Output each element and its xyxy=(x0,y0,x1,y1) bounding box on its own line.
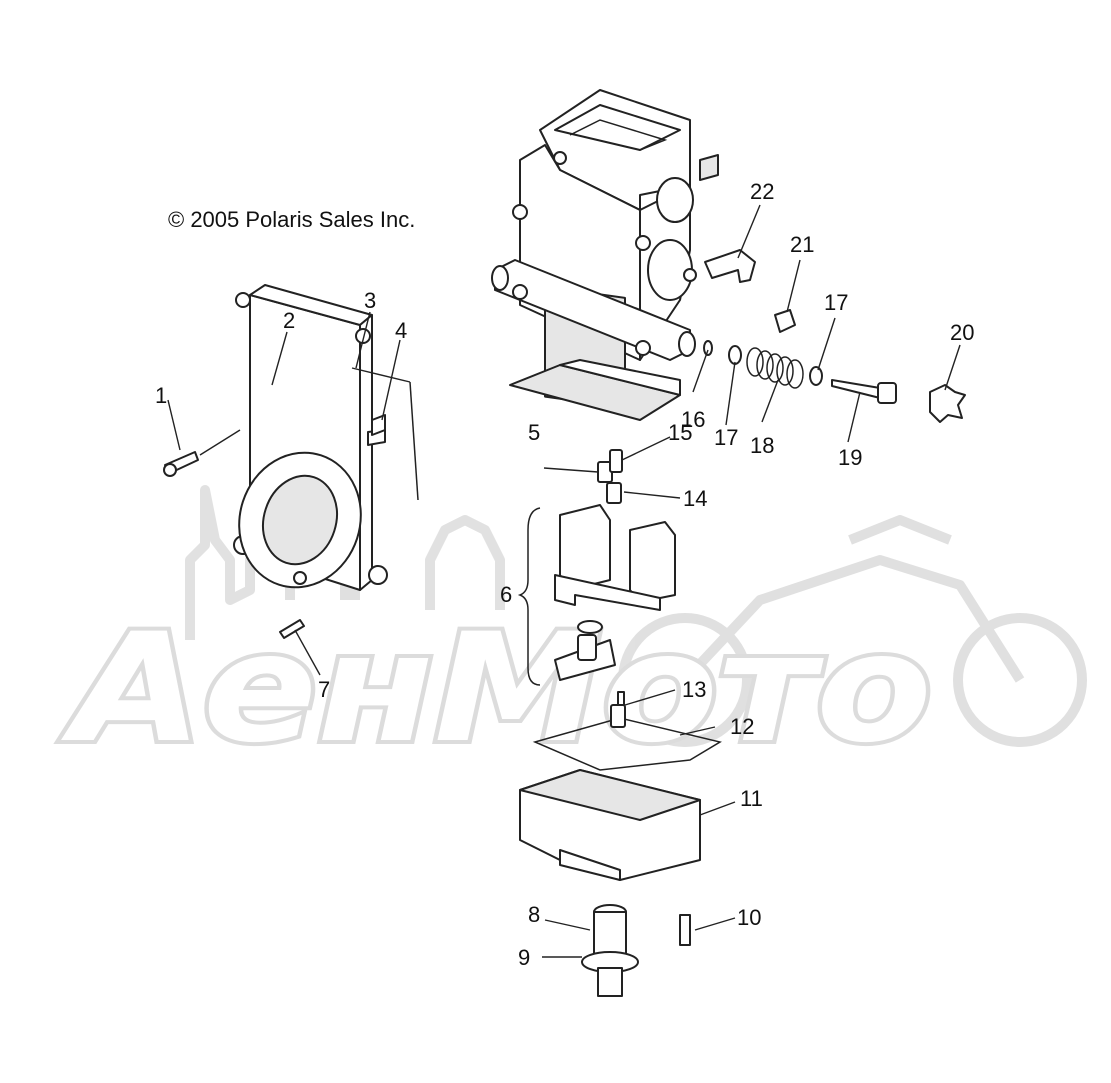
jets xyxy=(597,449,623,504)
callout-17: 17 xyxy=(714,425,738,450)
leader-lines xyxy=(167,204,961,958)
part-1-screw xyxy=(163,429,241,477)
callout-16: 16 xyxy=(681,407,705,432)
part-12-gasket xyxy=(532,704,722,771)
part-11-float-bowl xyxy=(519,769,701,881)
callout-labels: 1 2 3 4 5 6 7 8 9 10 11 12 13 14 15 16 1… xyxy=(155,179,974,970)
callout-1: 1 xyxy=(155,383,167,408)
callout-20: 20 xyxy=(950,320,974,345)
callout-12: 12 xyxy=(730,714,754,739)
callout-6: 6 xyxy=(500,582,512,607)
cover-plate xyxy=(233,284,388,591)
callout-19: 19 xyxy=(838,445,862,470)
callout-3: 3 xyxy=(364,288,376,313)
callout-8: 8 xyxy=(528,902,540,927)
callout-22: 22 xyxy=(750,179,774,204)
callout-10: 10 xyxy=(737,905,761,930)
part-7-pin xyxy=(279,619,305,639)
part-6-float-assembly xyxy=(517,504,676,686)
part-10-screw xyxy=(679,914,691,946)
callout-2: 2 xyxy=(283,308,295,333)
copyright-text: © 2005 Polaris Sales Inc. xyxy=(168,207,415,232)
watermark: АенМото xyxy=(57,435,1087,780)
part-3-4-rod xyxy=(351,367,419,501)
watermark-motorcycle-graphic xyxy=(618,515,1087,747)
callout-15: 15 xyxy=(668,420,692,445)
callout-21: 21 xyxy=(790,232,814,257)
callout-7: 7 xyxy=(318,677,330,702)
carburetor-body xyxy=(491,89,719,421)
callout-11: 11 xyxy=(740,786,763,811)
callout-13: 13 xyxy=(682,677,706,702)
callout-5: 5 xyxy=(528,420,540,445)
watermark-text: АенМото xyxy=(61,602,932,776)
part-8-9-jet-holder xyxy=(581,904,639,997)
part-18-spring xyxy=(746,347,804,389)
callout-18: 18 xyxy=(750,433,774,458)
idle-screw-assembly xyxy=(703,249,966,423)
callout-4: 4 xyxy=(395,318,407,343)
callout-14: 14 xyxy=(683,486,707,511)
callout-9: 9 xyxy=(518,945,530,970)
callout-17-b: 17 xyxy=(824,290,848,315)
